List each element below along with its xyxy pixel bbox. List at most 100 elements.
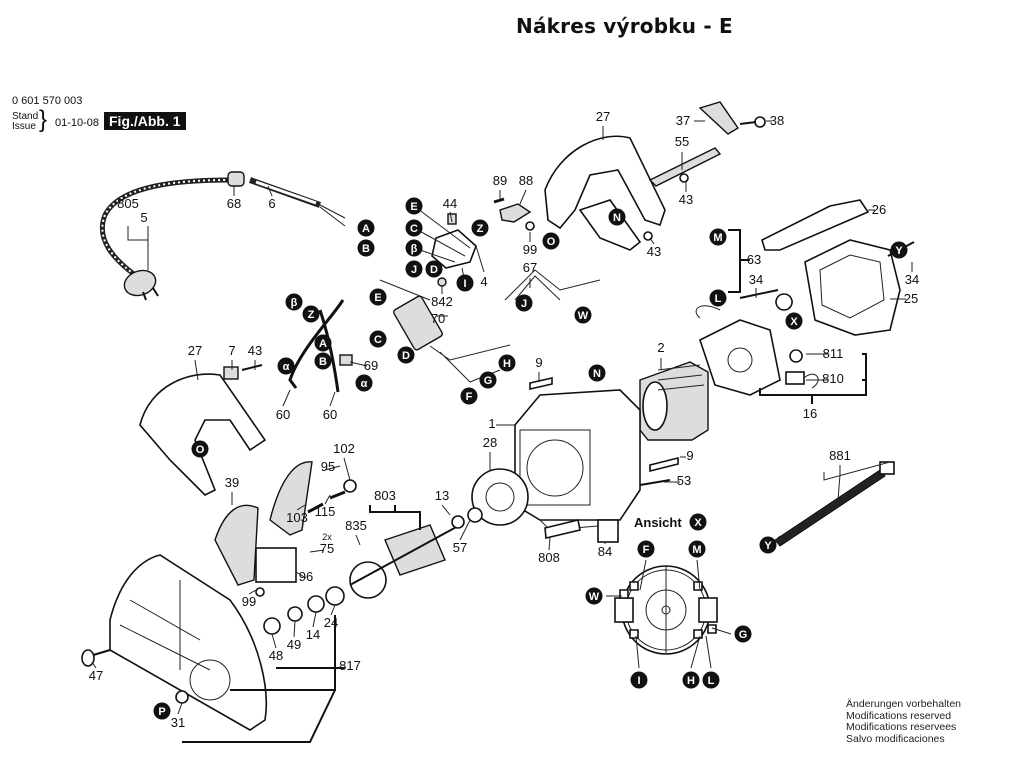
part-label-39: 39 xyxy=(225,475,239,490)
part-label-84: 84 xyxy=(598,544,612,559)
callout-beta2: β xyxy=(285,293,303,311)
part-label-881: 881 xyxy=(829,448,851,463)
callout-marker xyxy=(302,305,320,323)
callout-marker xyxy=(734,625,752,643)
callout-letter: Y xyxy=(764,540,772,552)
callout-marker xyxy=(688,540,706,558)
note-fr: Modifications reservees xyxy=(846,721,957,733)
cord-grommet xyxy=(227,171,245,187)
issue-label: Issue xyxy=(12,121,36,132)
callout-letter: B xyxy=(362,243,370,255)
page-title: Nákres výrobku - E xyxy=(516,14,733,38)
callout-O2: O xyxy=(191,440,209,458)
callout-letter: α xyxy=(361,378,368,390)
callout-marker xyxy=(890,241,908,259)
callout-marker xyxy=(471,219,489,237)
part-label-9: 9 xyxy=(535,355,542,370)
callout-marker xyxy=(608,208,626,226)
callout-B2: B xyxy=(314,352,332,370)
callout-A2: A xyxy=(314,334,332,352)
part-label-5: 5 xyxy=(140,210,147,225)
callout-letter: Z xyxy=(477,223,484,235)
part-label-99: 99 xyxy=(242,594,256,609)
callout-letter: H xyxy=(503,358,511,370)
part-label-43: 43 xyxy=(679,192,693,207)
callout-letter: A xyxy=(362,223,370,235)
part-label-43: 43 xyxy=(647,244,661,259)
brace-symbol: } xyxy=(39,106,48,133)
callout-letter: M xyxy=(692,544,701,556)
callout-A1: A xyxy=(357,219,375,237)
part-label-95: 95 xyxy=(321,459,335,474)
callout-marker xyxy=(369,330,387,348)
callout-marker xyxy=(369,288,387,306)
callout-F2: F xyxy=(637,540,655,558)
blade-guard-segments xyxy=(214,461,357,597)
part-label-63: 63 xyxy=(747,252,761,267)
callout-letter: W xyxy=(578,310,589,322)
part-label-13: 13 xyxy=(435,488,449,503)
callout-letter: J xyxy=(411,264,417,276)
callout-marker xyxy=(588,364,606,382)
part-label-817: 817 xyxy=(339,658,361,673)
callout-marker xyxy=(702,671,720,689)
callout-letter: α xyxy=(283,361,290,373)
insulation-plates xyxy=(529,376,679,543)
callout-letter: C xyxy=(374,334,382,346)
callout-letter: W xyxy=(589,591,600,603)
callout-beta1: β xyxy=(405,239,423,257)
cable-tie xyxy=(774,461,895,547)
callout-marker xyxy=(630,671,648,689)
callout-letter: O xyxy=(196,444,205,456)
callout-L2: L xyxy=(702,671,720,689)
callout-marker xyxy=(498,354,516,372)
callout-I2: I xyxy=(630,671,648,689)
modifications-notice: Änderungen vorbehalten Modifications res… xyxy=(846,698,962,745)
callout-N2: N xyxy=(588,364,606,382)
part-label-44: 44 xyxy=(443,196,457,211)
callout-marker xyxy=(759,536,777,554)
callout-O1: O xyxy=(542,232,560,250)
part-label-60: 60 xyxy=(276,407,290,422)
note-de: Änderungen vorbehalten xyxy=(846,698,962,710)
callout-letter: X xyxy=(694,517,702,529)
callout-alpha1: α xyxy=(277,357,295,375)
part-label-6: 6 xyxy=(268,196,275,211)
part-label-48: 48 xyxy=(269,648,283,663)
callout-letter: D xyxy=(402,350,410,362)
callout-C2: C xyxy=(369,330,387,348)
leader-lines xyxy=(91,120,913,743)
part-label-47: 47 xyxy=(89,668,103,683)
part-label-75: 75 xyxy=(320,541,334,556)
callout-letter: L xyxy=(715,293,722,305)
part-label-38: 38 xyxy=(770,113,784,128)
callout-letter: D xyxy=(430,264,438,276)
part-label-811: 811 xyxy=(823,346,844,361)
part-label-70: 70 xyxy=(431,311,445,326)
callout-marker xyxy=(153,702,171,720)
part-label-16: 16 xyxy=(803,406,817,421)
cover-cap xyxy=(761,199,870,251)
part-label-115: 115 xyxy=(315,504,336,519)
figure-label: Fig./Abb. 1 xyxy=(104,112,186,130)
callout-letter: O xyxy=(547,236,556,248)
part-label-842: 842 xyxy=(431,294,453,309)
callout-marker xyxy=(314,352,332,370)
part-label-34: 34 xyxy=(905,272,919,287)
switch-lever xyxy=(493,197,535,231)
callout-F1: F xyxy=(460,387,478,405)
callout-B1: B xyxy=(357,239,375,257)
callout-letter: A xyxy=(319,338,327,350)
callout-marker xyxy=(637,540,655,558)
callout-letter: J xyxy=(521,298,527,310)
part-label-53: 53 xyxy=(677,473,691,488)
callout-marker xyxy=(277,357,295,375)
callout-letter: F xyxy=(466,391,473,403)
callout-marker xyxy=(682,671,700,689)
callout-marker xyxy=(460,387,478,405)
part-label-49: 49 xyxy=(287,637,301,652)
callout-letter: G xyxy=(484,375,493,387)
callout-J1: J xyxy=(405,260,423,278)
part-label-55: 55 xyxy=(675,134,689,149)
